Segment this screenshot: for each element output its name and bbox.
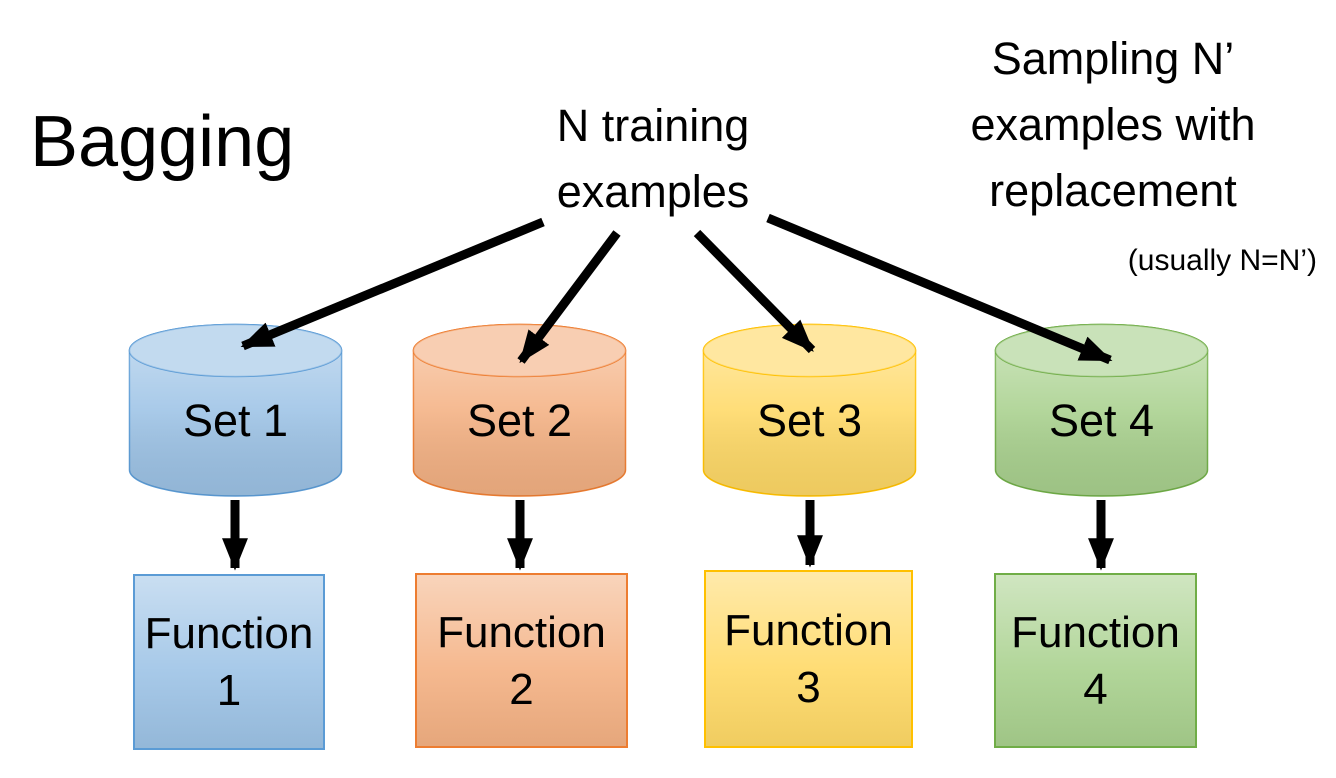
set-1-label: Set 1 bbox=[182, 395, 289, 446]
set-4-cylinder: Set 4 bbox=[994, 322, 1209, 498]
set-1-cylinder: Set 1 bbox=[128, 322, 343, 498]
sampling-line-2: examples with bbox=[970, 99, 1256, 150]
sampling-label: Sampling N’ examples with replacement bbox=[928, 26, 1298, 224]
function-3-label-line-1: Function bbox=[724, 606, 893, 655]
set-4-label: Set 4 bbox=[1048, 395, 1155, 446]
function-1-label-line-2: 1 bbox=[216, 666, 242, 715]
sampling-line-3: replacement bbox=[989, 165, 1237, 216]
function-1-label-line-1: Function bbox=[144, 609, 314, 658]
sampling-note: (usually N=N’) bbox=[1127, 244, 1317, 277]
function-3-label-line-2: 3 bbox=[796, 663, 821, 712]
training-examples-line-2: examples bbox=[556, 166, 750, 217]
function-2-box: Function 2 bbox=[415, 573, 628, 748]
function-2-label-line-1: Function bbox=[437, 607, 606, 657]
function-4-box: Function 4 bbox=[994, 573, 1197, 748]
set-2-cylinder: Set 2 bbox=[412, 322, 627, 498]
function-4-label-line-1: Function bbox=[1011, 607, 1180, 657]
set-3-cylinder: Set 3 bbox=[702, 322, 917, 498]
function-1-box: Function 1 bbox=[133, 574, 325, 750]
function-2-label-line-2: 2 bbox=[509, 664, 534, 714]
training-examples-line-1: N training bbox=[556, 100, 750, 151]
slide-title: Bagging bbox=[30, 102, 295, 182]
set-3-label: Set 3 bbox=[756, 395, 863, 446]
training-examples-label: N training examples bbox=[503, 93, 803, 225]
sampling-line-1: Sampling N’ bbox=[991, 33, 1235, 84]
set-2-label: Set 2 bbox=[466, 395, 573, 446]
function-3-box: Function 3 bbox=[704, 570, 913, 748]
function-4-label-line-2: 4 bbox=[1083, 664, 1108, 714]
